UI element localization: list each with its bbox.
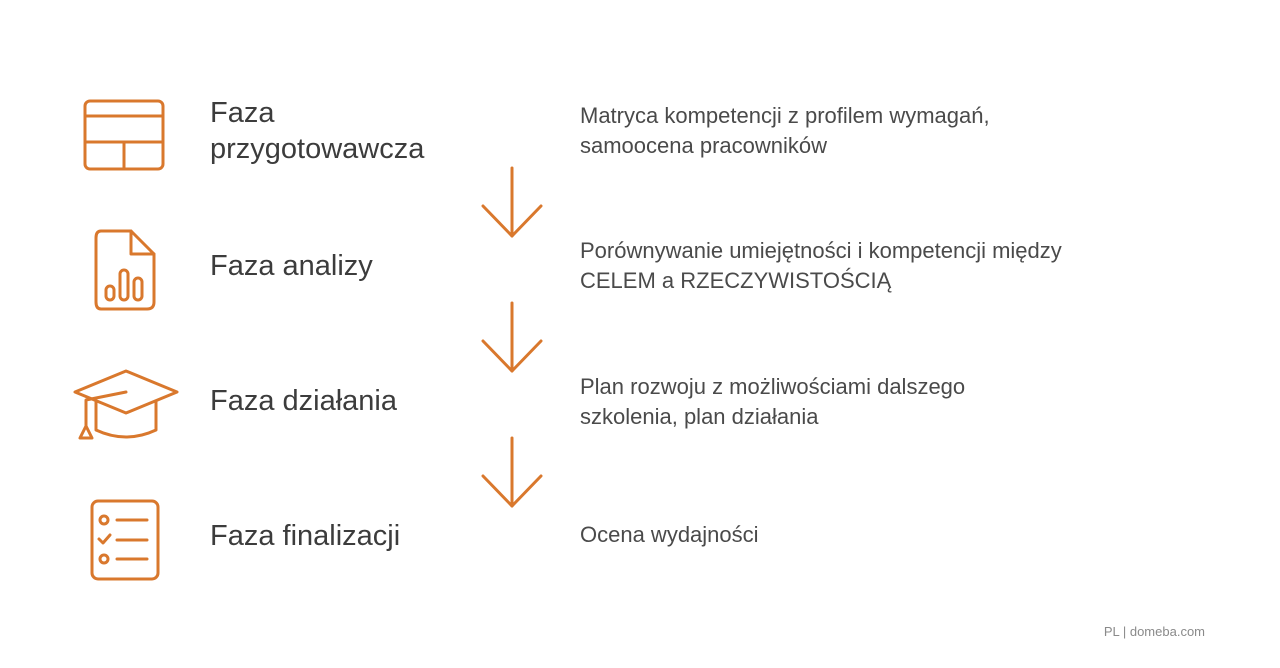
phase-description: Matryca kompetencji z profilem wymagań, …	[580, 103, 990, 158]
arrow-down-icon	[481, 301, 543, 373]
phase-description: Ocena wydajności	[580, 522, 759, 547]
document-chart-icon	[94, 229, 156, 311]
phase-title: Faza analizy	[210, 250, 373, 282]
arrow-down-icon	[481, 166, 543, 238]
footer-credit: PL | domeba.com	[1103, 624, 1205, 639]
phase-title: Faza działania	[210, 385, 397, 417]
phase-title: Faza przygotowawcza	[210, 97, 425, 165]
table-icon	[83, 99, 165, 171]
phase-description: Plan rozwoju z możliwościami dalszego sz…	[580, 374, 966, 429]
phase-title: Faza finalizacji	[210, 520, 401, 552]
graduation-cap-icon	[73, 369, 179, 440]
checklist-icon	[90, 499, 160, 581]
arrow-down-icon	[481, 436, 543, 508]
phase-description: Porównywanie umiejętności i kompetencji …	[580, 238, 1062, 293]
